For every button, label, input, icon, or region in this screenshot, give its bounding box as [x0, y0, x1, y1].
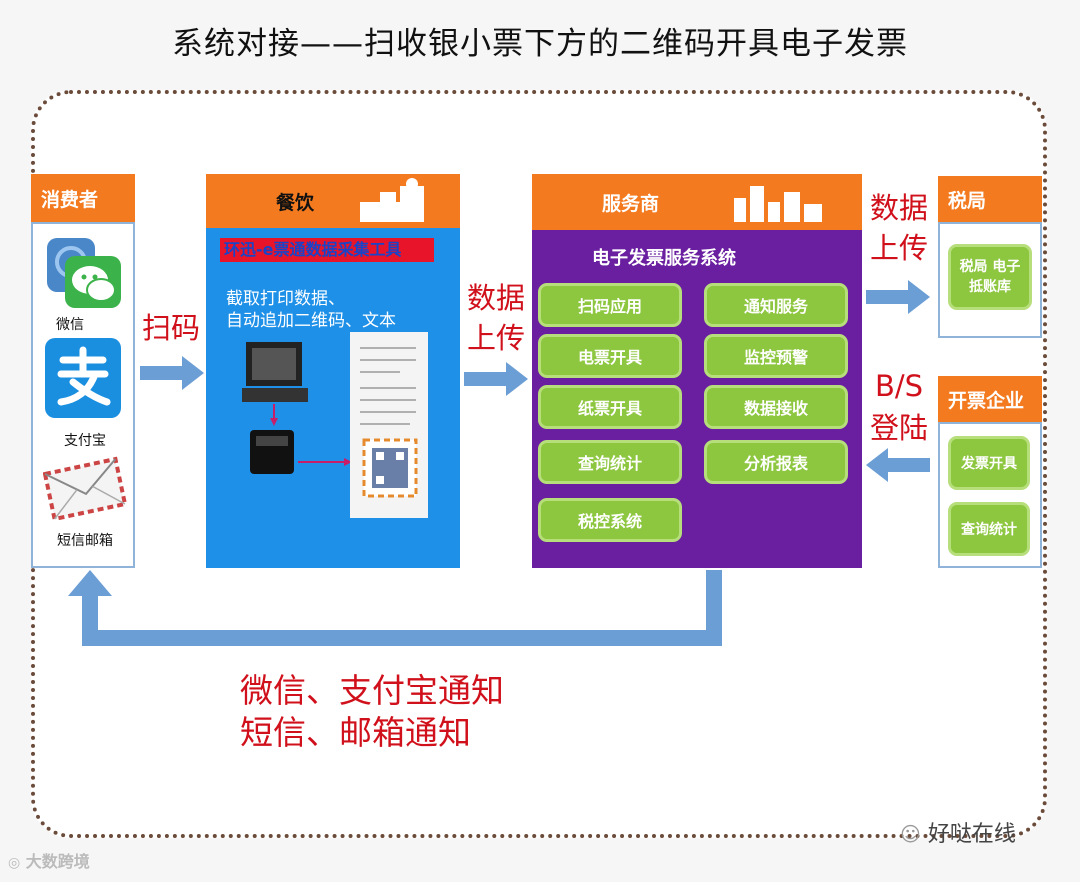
btn-query-stats[interactable]: 查询统计	[538, 440, 682, 484]
watermark-left: ◎ 大数跨境	[8, 848, 90, 872]
upload-label-2a: 数据	[869, 191, 928, 225]
wechat-label: 微信	[56, 317, 84, 333]
login-arrow-icon	[866, 448, 930, 482]
btn-data-receive[interactable]: 数据接收	[704, 385, 848, 429]
btn-e-invoice[interactable]: 电票开具	[538, 334, 682, 378]
wechat-watermark-icon: ☺	[900, 822, 921, 846]
btn-tax-control[interactable]: 税控系统	[538, 498, 682, 542]
btn-notify-service[interactable]: 通知服务	[704, 283, 848, 327]
alipay-icon	[45, 338, 121, 418]
watermark-left-text: 大数跨境	[25, 852, 90, 871]
notify-line-2: 短信、邮箱通知	[240, 713, 471, 752]
scan-arrow-icon	[140, 356, 204, 390]
page-title: 系统对接——扫收银小票下方的二维码开具电子发票	[172, 26, 908, 62]
collection-tool-banner: 环迅-e票通数据采集工具	[220, 238, 434, 262]
notify-line-1: 微信、支付宝通知	[240, 671, 504, 710]
bs-label-b: 登陆	[869, 411, 928, 445]
btn-enterprise-query[interactable]: 查询统计	[948, 502, 1030, 556]
upload-label-1a: 数据	[466, 281, 525, 315]
cashier-desk-icon	[360, 178, 424, 222]
btn-paper-invoice[interactable]: 纸票开具	[538, 385, 682, 429]
catering-desc-1: 截取打印数据、	[226, 289, 345, 309]
catering-desc-2: 自动追加二维码、文本	[226, 311, 396, 331]
upload-label-1b: 上传	[466, 321, 525, 355]
upload-arrow-icon	[464, 362, 528, 396]
alipay-label: 支付宝	[64, 433, 106, 449]
pos-printer-illustration	[242, 332, 428, 518]
wechat-icon	[45, 236, 125, 310]
envelope-icon	[42, 456, 128, 522]
tax-header: 税局	[938, 176, 1042, 222]
watermark-logo-icon: ◎	[8, 855, 21, 871]
btn-monitor-alert[interactable]: 监控预警	[704, 334, 848, 378]
watermark-right-text: 好哒在线	[927, 822, 1016, 847]
upload-label-2b: 上传	[869, 231, 928, 265]
btn-scan-app[interactable]: 扫码应用	[538, 283, 682, 327]
consumer-header: 消费者	[31, 174, 135, 222]
scan-label: 扫码	[141, 311, 200, 345]
btn-issue-invoice[interactable]: 发票开具	[948, 436, 1030, 490]
btn-tax-ledger[interactable]: 税局 电子抵账库	[948, 244, 1032, 310]
consumer-panel: 微信 支付宝 短信邮箱	[31, 222, 135, 568]
system-title: 电子发票服务系统	[592, 248, 736, 269]
return-arrow-icon	[68, 570, 722, 646]
upload-arrow-2-icon	[866, 280, 930, 314]
btn-analysis-report[interactable]: 分析报表	[704, 440, 848, 484]
envelope-label: 短信邮箱	[57, 533, 113, 549]
watermark-right: ☺ 好哒在线	[900, 816, 1016, 848]
city-buildings-icon	[734, 186, 822, 222]
enterprise-header: 开票企业	[938, 376, 1042, 422]
bs-label-a: B/S	[874, 369, 924, 403]
